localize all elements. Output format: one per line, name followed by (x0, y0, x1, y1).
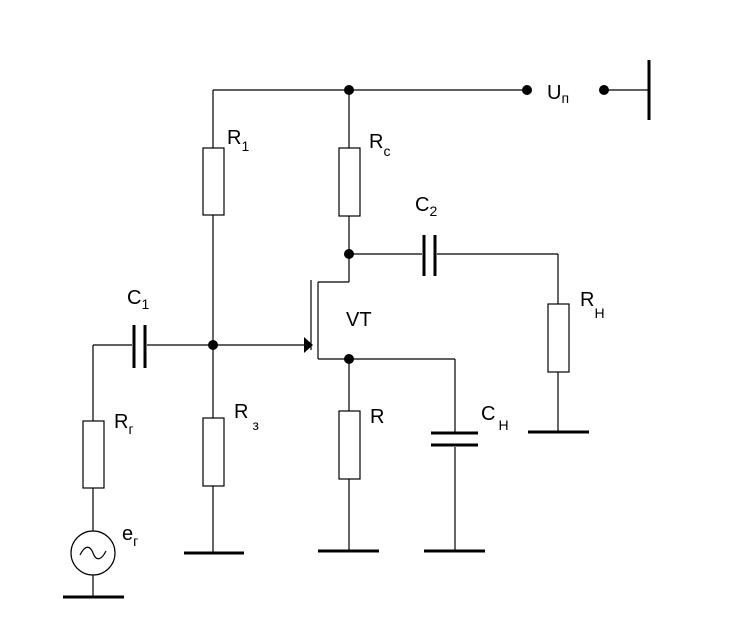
label-rh: RН (580, 289, 605, 321)
capacitor-c1 (93, 325, 304, 368)
supply-terminal-left (522, 85, 532, 95)
source-node (344, 354, 455, 411)
label-up: Uп (547, 82, 569, 106)
resistor-rc (338, 90, 361, 282)
gate-arrow-icon (304, 337, 313, 353)
resistor-rg (82, 345, 105, 531)
label-eg: eг (122, 523, 138, 549)
resistor-r (318, 410, 379, 553)
resistor-r1 (202, 147, 225, 418)
label-c1: C1 (127, 287, 149, 312)
supply-rail (212, 60, 651, 148)
label-vt: VT (346, 309, 372, 331)
ac-wave-icon (79, 546, 107, 560)
label-rg: Rг (114, 411, 134, 437)
label-r1: R1 (227, 127, 249, 154)
capacitor-c2 (349, 235, 559, 304)
transistor-vt (304, 280, 349, 360)
resistor-rh (528, 303, 589, 434)
label-rc: Rc (369, 131, 390, 159)
label-r: R (370, 406, 384, 428)
resistor-rz (184, 417, 244, 555)
capacitor-ch (424, 359, 485, 553)
label-rz: Rз (234, 401, 259, 433)
source-eg (63, 530, 124, 599)
label-c2: C2 (415, 194, 437, 219)
